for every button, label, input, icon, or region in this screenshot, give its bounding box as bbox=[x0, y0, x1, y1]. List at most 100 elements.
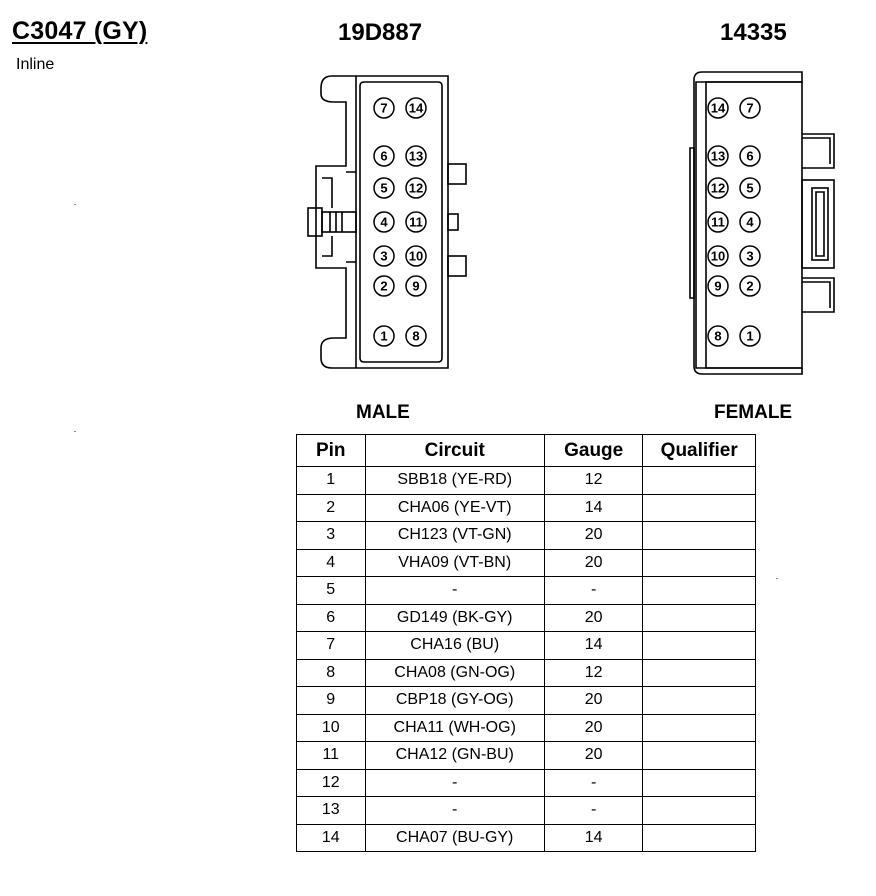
male-part-number: 19D887 bbox=[338, 19, 423, 46]
pin-circle bbox=[707, 97, 729, 119]
pin-number: 9 bbox=[412, 279, 419, 294]
pin-circle bbox=[739, 275, 761, 297]
scan-speck bbox=[74, 431, 76, 432]
gauge-cell: 14 bbox=[543, 823, 644, 852]
pin-circle bbox=[707, 211, 729, 233]
pin-number: 13 bbox=[711, 149, 725, 164]
pin-circle bbox=[707, 275, 729, 297]
pin-circle bbox=[373, 177, 395, 199]
pin-number: 1 bbox=[380, 329, 387, 344]
table-row: 13-- bbox=[296, 796, 756, 825]
connector-type: Inline bbox=[16, 56, 55, 73]
circuit-cell: CH123 (VT-GN) bbox=[364, 521, 545, 550]
circuit-cell: CBP18 (GY-OG) bbox=[364, 686, 545, 715]
pin-circle bbox=[707, 245, 729, 267]
gauge-cell: 12 bbox=[543, 658, 644, 687]
pin-circle bbox=[707, 325, 729, 347]
circuit-cell: CHA16 (BU) bbox=[364, 631, 545, 660]
pin-circle bbox=[405, 325, 427, 347]
pin-circle bbox=[373, 325, 395, 347]
gauge-cell: 20 bbox=[543, 521, 644, 550]
pin-cell: 6 bbox=[296, 603, 366, 632]
pin-circle bbox=[405, 245, 427, 267]
gauge-cell: - bbox=[543, 796, 644, 825]
gauge-cell: - bbox=[543, 576, 644, 605]
pin-cell: 14 bbox=[296, 823, 366, 852]
column-header-circuit: Circuit bbox=[364, 434, 545, 467]
pin-cell: 13 bbox=[296, 796, 366, 825]
gauge-cell: 14 bbox=[543, 631, 644, 660]
pin-number: 11 bbox=[409, 215, 423, 230]
qualifier-cell bbox=[642, 796, 756, 825]
qualifier-cell bbox=[642, 658, 756, 687]
connector-id: C3047 (GY) bbox=[12, 17, 148, 45]
pin-cell: 8 bbox=[296, 658, 366, 687]
column-header-qualifier: Qualifier bbox=[642, 434, 756, 467]
gauge-cell: 14 bbox=[543, 493, 644, 522]
pin-circle bbox=[739, 245, 761, 267]
pin-number: 3 bbox=[380, 249, 387, 264]
gauge-cell: 20 bbox=[543, 741, 644, 770]
pin-cell: 1 bbox=[296, 466, 366, 495]
female-label: FEMALE bbox=[714, 402, 793, 423]
pin-number: 11 bbox=[711, 215, 725, 230]
pin-number: 2 bbox=[380, 279, 387, 294]
qualifier-cell bbox=[642, 741, 756, 770]
circuit-cell: GD149 (BK-GY) bbox=[364, 603, 545, 632]
scan-speck bbox=[776, 578, 778, 579]
pin-cell: 5 bbox=[296, 576, 366, 605]
pin-number: 7 bbox=[380, 101, 387, 116]
gauge-cell: 20 bbox=[543, 548, 644, 577]
pin-circle bbox=[739, 97, 761, 119]
male-label: MALE bbox=[356, 402, 410, 423]
gauge-cell: 12 bbox=[543, 466, 644, 495]
circuit-cell: VHA09 (VT-BN) bbox=[364, 548, 545, 577]
qualifier-cell bbox=[642, 713, 756, 742]
pin-circle bbox=[739, 325, 761, 347]
circuit-cell: CHA08 (GN-OG) bbox=[364, 658, 545, 687]
pin-number: 12 bbox=[409, 181, 423, 196]
pin-number: 10 bbox=[409, 249, 423, 264]
column-header-pin: Pin bbox=[296, 434, 366, 467]
pin-cell: 2 bbox=[296, 493, 366, 522]
pin-cell: 9 bbox=[296, 686, 366, 715]
table-header-row: Pin Circuit Gauge Qualifier bbox=[296, 434, 756, 467]
qualifier-cell bbox=[642, 576, 756, 605]
gauge-cell: - bbox=[543, 768, 644, 797]
gauge-cell: 20 bbox=[543, 603, 644, 632]
pin-circle bbox=[405, 211, 427, 233]
qualifier-cell bbox=[642, 521, 756, 550]
pin-circle bbox=[373, 275, 395, 297]
pin-number: 6 bbox=[380, 149, 387, 164]
pin-number: 2 bbox=[746, 279, 753, 294]
gauge-cell: 20 bbox=[543, 713, 644, 742]
pin-circle bbox=[739, 145, 761, 167]
pin-number: 4 bbox=[746, 215, 754, 230]
pin-circle bbox=[405, 275, 427, 297]
qualifier-cell bbox=[642, 466, 756, 495]
pin-cell: 11 bbox=[296, 741, 366, 770]
pin-circle bbox=[707, 145, 729, 167]
pin-cell: 10 bbox=[296, 713, 366, 742]
pin-circle bbox=[373, 245, 395, 267]
pin-number: 3 bbox=[746, 249, 753, 264]
circuit-cell: - bbox=[364, 796, 545, 825]
qualifier-cell bbox=[642, 493, 756, 522]
pin-number: 4 bbox=[380, 215, 388, 230]
circuit-cell: CHA12 (GN-BU) bbox=[364, 741, 545, 770]
pin-number: 1 bbox=[746, 329, 753, 344]
pin-number: 13 bbox=[409, 149, 423, 164]
pin-circle bbox=[405, 145, 427, 167]
pin-number: 7 bbox=[746, 101, 753, 116]
qualifier-cell bbox=[642, 603, 756, 632]
qualifier-cell bbox=[642, 686, 756, 715]
